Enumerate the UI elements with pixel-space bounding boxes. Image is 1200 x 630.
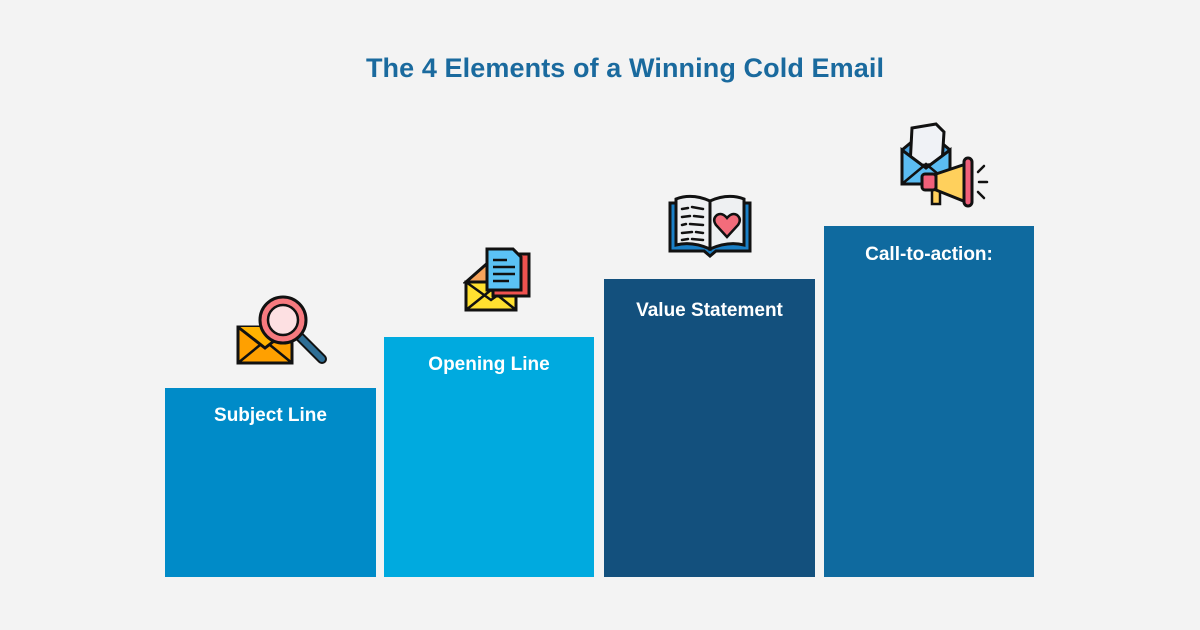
step-label: Call-to-action: xyxy=(865,244,993,265)
page-title: The 4 Elements of a Winning Cold Email xyxy=(365,53,885,83)
step-label: Subject Line xyxy=(214,405,327,426)
step-bar-opening-line: Opening Line xyxy=(384,337,594,577)
envelope-magnifier-icon xyxy=(234,293,329,368)
step-bar-value-statement: Value Statement xyxy=(604,279,815,577)
open-book-heart-icon xyxy=(666,193,754,259)
envelope-document-icon xyxy=(463,246,533,314)
envelope-megaphone-icon xyxy=(898,122,990,210)
step-label: Opening Line xyxy=(428,354,550,375)
step-bar-call-to-action: Call-to-action: xyxy=(824,226,1034,577)
step-bar-subject-line: Subject Line xyxy=(165,388,376,577)
step-label: Value Statement xyxy=(636,300,783,321)
